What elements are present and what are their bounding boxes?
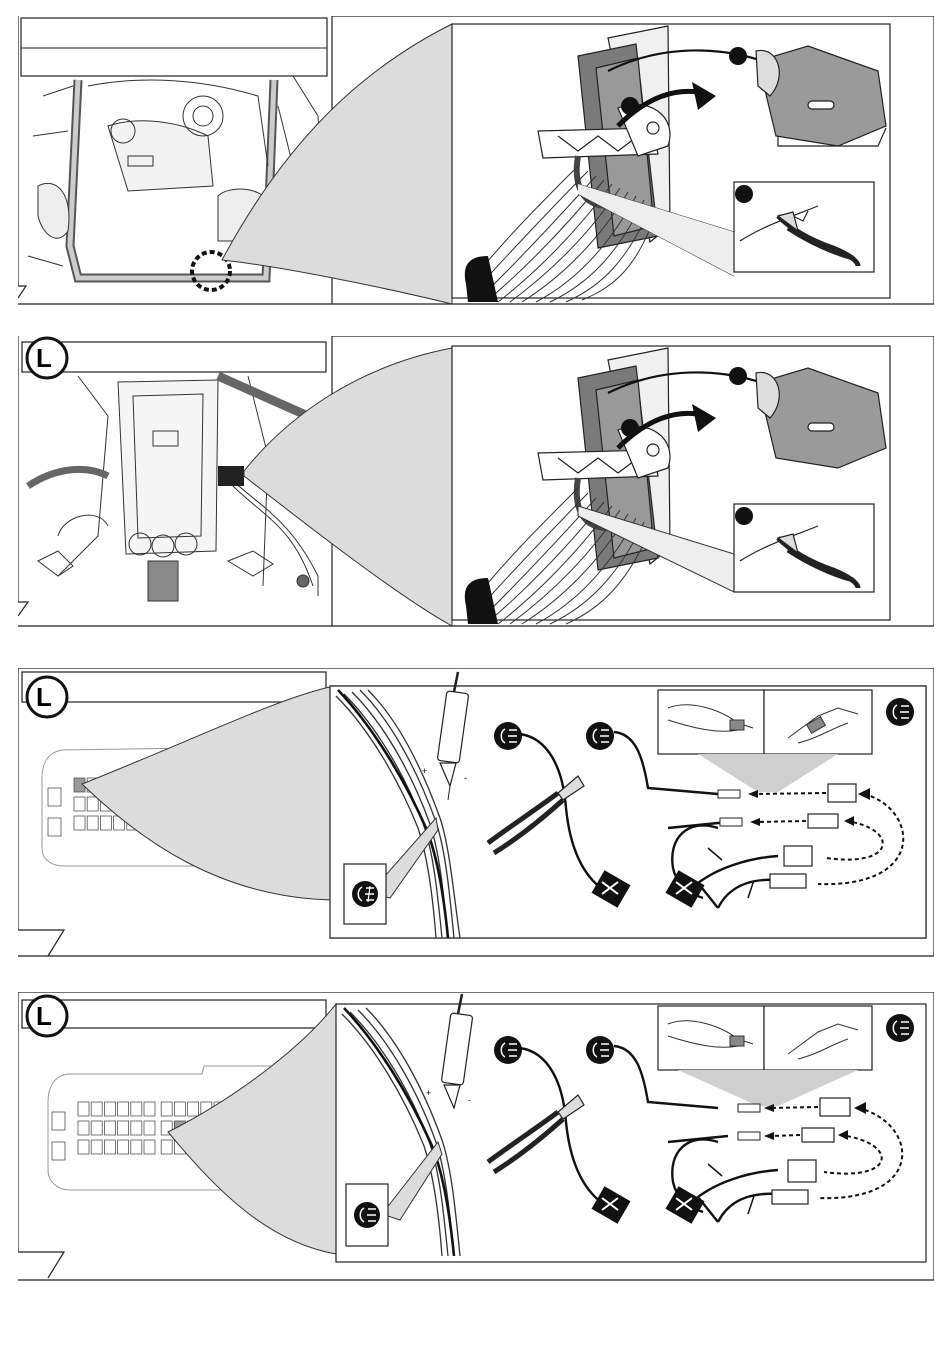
fuse-slot xyxy=(174,1102,185,1116)
fuse-slot xyxy=(131,1140,142,1154)
fuse-slot xyxy=(91,1140,102,1154)
callout-2 xyxy=(621,419,639,437)
fuse-slot xyxy=(78,1102,89,1116)
fuse-slot xyxy=(188,1102,199,1116)
fuse-slot xyxy=(144,1121,155,1135)
fuse-slot xyxy=(131,1121,142,1135)
fuse-slot xyxy=(74,797,85,811)
panel-4-drawing: + - xyxy=(18,992,934,1282)
connector-location xyxy=(218,466,244,486)
fuse-slot xyxy=(91,1121,102,1135)
fuse-slot-large xyxy=(52,1142,65,1160)
rear-fog-light-icon xyxy=(886,698,914,726)
fuse-slot xyxy=(161,1140,172,1154)
tester-mark-minus: - xyxy=(468,1095,471,1105)
fuse-slot xyxy=(74,816,85,830)
fuse-slot xyxy=(100,816,111,830)
panel-2-drawing xyxy=(18,336,934,628)
callout-2 xyxy=(621,97,639,115)
fuse-slot-large xyxy=(48,788,61,806)
fuse-slot xyxy=(118,1140,129,1154)
panel-step-3: + - xyxy=(18,668,934,958)
fuse-slot xyxy=(118,1121,129,1135)
tester-mark-plus: + xyxy=(426,1088,431,1098)
inset-crimp-terminal xyxy=(764,1006,872,1070)
fuse-slot xyxy=(144,1102,155,1116)
fuse-slot xyxy=(78,1121,89,1135)
fuse-slot xyxy=(161,1102,172,1116)
rear-fog-light-icon xyxy=(354,1202,380,1228)
fuse-slot xyxy=(87,797,98,811)
fuse-slot xyxy=(78,1140,89,1154)
panel-3-drawing: + - xyxy=(18,668,934,958)
fuse-slot-large xyxy=(48,818,61,836)
fuse-slot xyxy=(87,816,98,830)
panel-step-4: + - xyxy=(18,992,934,1282)
panel-step-2: L xyxy=(18,336,934,628)
fuse-slot-large xyxy=(52,1112,65,1130)
tester-mark-minus: - xyxy=(464,773,467,783)
fuse-slot xyxy=(118,1102,129,1116)
rear-fog-light-icon xyxy=(886,1014,914,1042)
fuse-slot xyxy=(104,1121,115,1135)
callout-3-inset xyxy=(735,185,753,203)
zoom-cone xyxy=(82,686,334,900)
rear-fog-light-icon xyxy=(494,1036,522,1064)
tester-mark-plus: + xyxy=(422,766,427,776)
fuse-slot xyxy=(131,1102,142,1116)
fuse-slot xyxy=(104,1140,115,1154)
rear-fog-light-icon xyxy=(586,722,614,750)
rear-fog-light-icon xyxy=(494,722,522,750)
panel-1-drawing xyxy=(18,16,934,306)
header-box xyxy=(21,18,327,76)
badge-letter: L xyxy=(36,1001,52,1032)
callout-1 xyxy=(729,367,747,385)
badge-letter: L xyxy=(36,343,52,374)
callout-3 xyxy=(735,507,753,525)
zoom-cone xyxy=(244,348,452,626)
callout-1 xyxy=(729,47,747,65)
zoom-cone xyxy=(168,1004,336,1254)
fuse-slot xyxy=(104,1102,115,1116)
fuse-slot xyxy=(144,1140,155,1154)
badge-letter: L xyxy=(36,682,52,713)
panel-step-1 xyxy=(18,16,934,306)
rear-fog-light-icon xyxy=(352,881,378,907)
fuse-slot xyxy=(91,1102,102,1116)
rear-fog-light-icon xyxy=(586,1036,614,1064)
